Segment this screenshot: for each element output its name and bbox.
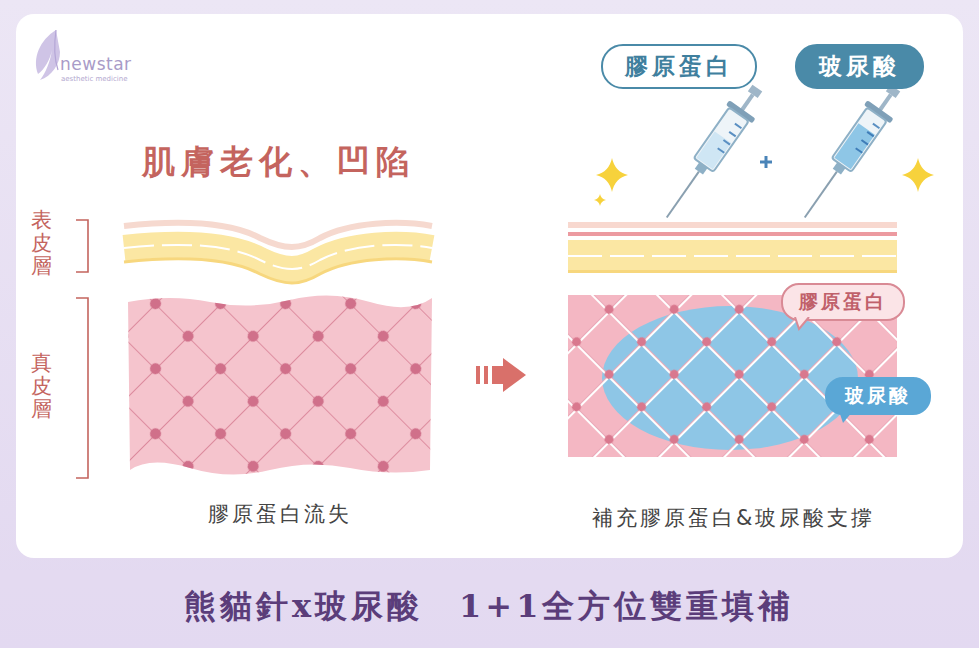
node-text: 玻尿酸	[845, 384, 911, 406]
callout-bubble: 玻尿酸	[825, 377, 931, 415]
callout-tail	[837, 411, 857, 425]
tag-pill: 膠原蛋白	[601, 44, 757, 89]
layer-label: 表皮層	[31, 209, 52, 278]
section-heading: 肌膚老化、凹陷	[142, 140, 415, 185]
layer-label: 真皮層	[31, 352, 52, 421]
node-text: 膠原蛋白	[625, 53, 733, 79]
caption: 膠原蛋白流失	[208, 500, 352, 528]
bottom-title: 熊貓針x玻尿酸 1+1全方位雙重填補	[184, 585, 794, 629]
tag-pill: 玻尿酸	[795, 44, 924, 89]
node-text: 膠原蛋白	[799, 290, 887, 312]
callout-tail	[793, 317, 813, 331]
callout-bubble: 膠原蛋白	[781, 283, 905, 321]
node-text: 玻尿酸	[819, 53, 900, 79]
caption: 補充膠原蛋白&玻尿酸支撐	[592, 504, 875, 532]
logo-text: newstar	[60, 54, 132, 74]
logo-subtext: aesthetic medicine	[61, 75, 128, 83]
